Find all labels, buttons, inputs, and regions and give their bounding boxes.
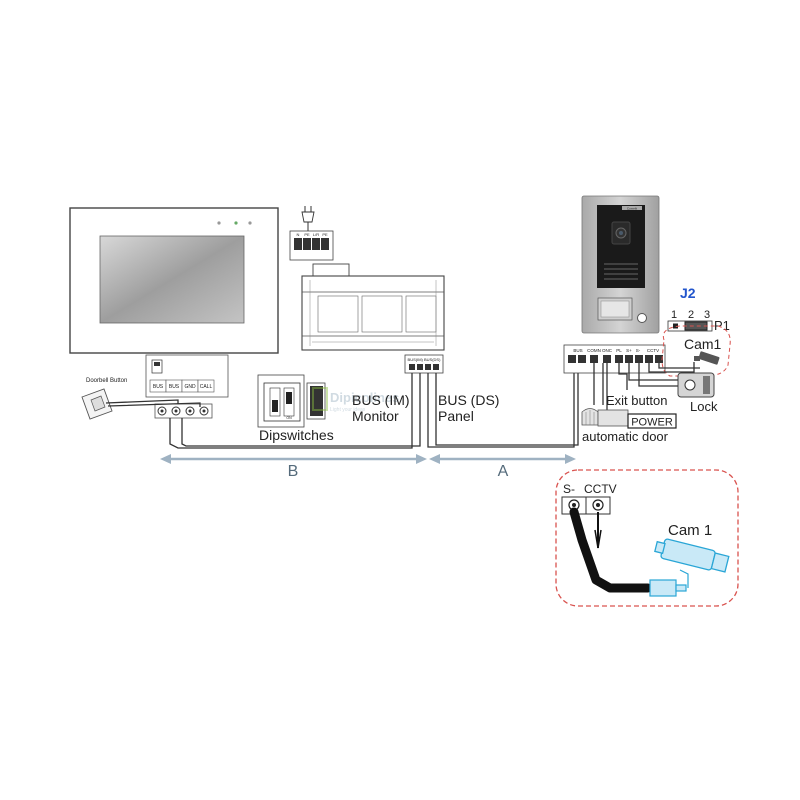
automatic-door-label: automatic door xyxy=(582,429,669,444)
distance-b-label: B xyxy=(288,463,299,480)
distance-a: A xyxy=(429,454,576,480)
panel-brand-tag: Comelit xyxy=(627,207,637,211)
power-label: POWER xyxy=(631,417,673,429)
doorbell-button-label: Doorbell Button xyxy=(86,378,127,384)
bus-ds-label: BUS (DS) xyxy=(438,392,499,408)
monitor-terminal-label: BUS xyxy=(153,384,164,390)
detail-cctv-label: CCTV xyxy=(584,482,617,496)
door-entry-panel: Comelit xyxy=(581,195,660,334)
watermark-tagline: Light your ideas xyxy=(330,407,366,413)
distance-a-label: A xyxy=(498,463,509,480)
monitor-terminal-label: CALL xyxy=(200,384,213,390)
mains-terminal-label: PE xyxy=(322,232,328,237)
bus-im-label: BUS (IM) xyxy=(352,392,410,408)
p1-label: P1 xyxy=(714,318,730,333)
bus-wiring xyxy=(169,372,579,449)
cam1-small-label: Cam1 xyxy=(684,336,722,352)
distance-b: B xyxy=(160,454,427,480)
dipswitch-module: ON Dipswitches xyxy=(257,374,334,443)
detail-s-minus-label: S- xyxy=(563,482,575,496)
svg-text:ON: ON xyxy=(286,416,292,420)
camera-small-icon xyxy=(694,351,720,365)
mains-terminal-label: L/R xyxy=(313,232,319,237)
panel-terminal-label: ONC xyxy=(602,348,613,353)
panel-terminal-strip: BUS COMN ONC PL S+ S- CCTV xyxy=(563,344,666,374)
watermark-text: Dipicolines xyxy=(330,390,399,405)
bus-ds-sublabel: Panel xyxy=(438,408,474,424)
mains-terminal-label: PE xyxy=(304,232,310,237)
mains-terminal-label: N xyxy=(297,232,300,237)
power-supply-output-terminals: BUS(IM) BUS(DS) xyxy=(404,354,444,384)
monitor-terminal-label: GND xyxy=(184,384,196,390)
lock-label: Lock xyxy=(690,399,718,414)
j2-pin-label: 2 xyxy=(688,309,694,321)
panel-terminal-label: PL xyxy=(616,348,622,353)
exit-button-label: Exit button xyxy=(606,393,667,408)
panel-terminal-label: BUS xyxy=(573,348,582,353)
panel-device-wiring xyxy=(593,362,700,410)
watermark-logo: Dipicolines Light your ideas xyxy=(312,387,399,413)
din-rail-power-supply xyxy=(301,263,445,351)
camera-large-icon: Cam 1 xyxy=(649,522,730,597)
dipswitches-label: Dipswitches xyxy=(259,427,334,443)
camera-detail-zone xyxy=(555,469,739,607)
camera-detail-terminals: S- CCTV xyxy=(561,482,617,515)
monitor xyxy=(69,207,279,354)
monitor-terminal-block: BUS BUS GND CALL xyxy=(145,354,229,398)
camera-detail-cable xyxy=(569,507,653,593)
monitor-terminal-labels: BUS BUS GND CALL xyxy=(149,379,215,393)
monitor-terminal-label: BUS xyxy=(169,384,180,390)
panel-terminal-label: CCTV xyxy=(647,348,659,353)
j2-pin-label: 1 xyxy=(671,309,677,321)
panel-terminal-label: COMN xyxy=(587,348,601,353)
bus-im-sublabel: Monitor xyxy=(352,408,399,424)
cam1-zone: Cam1 xyxy=(661,325,731,377)
j2-pin-label: 3 xyxy=(704,309,710,321)
mains-terminal-block: N PE L/R PE xyxy=(289,230,334,261)
panel-terminal-label: S- xyxy=(636,348,641,353)
doorbell-button: Doorbell Button xyxy=(81,378,201,420)
panel-terminal-label: S+ xyxy=(626,348,632,353)
power-plug-icon xyxy=(301,206,315,231)
detail-cam-label: Cam 1 xyxy=(668,522,712,539)
j2-label: J2 xyxy=(680,285,696,301)
monitor-screw-terminals xyxy=(154,403,213,419)
output-terminal-header: BUS(IM) BUS(DS) xyxy=(408,357,442,362)
lock-icon: Lock xyxy=(677,372,718,414)
automatic-door-unit: POWER automatic door xyxy=(581,408,677,444)
